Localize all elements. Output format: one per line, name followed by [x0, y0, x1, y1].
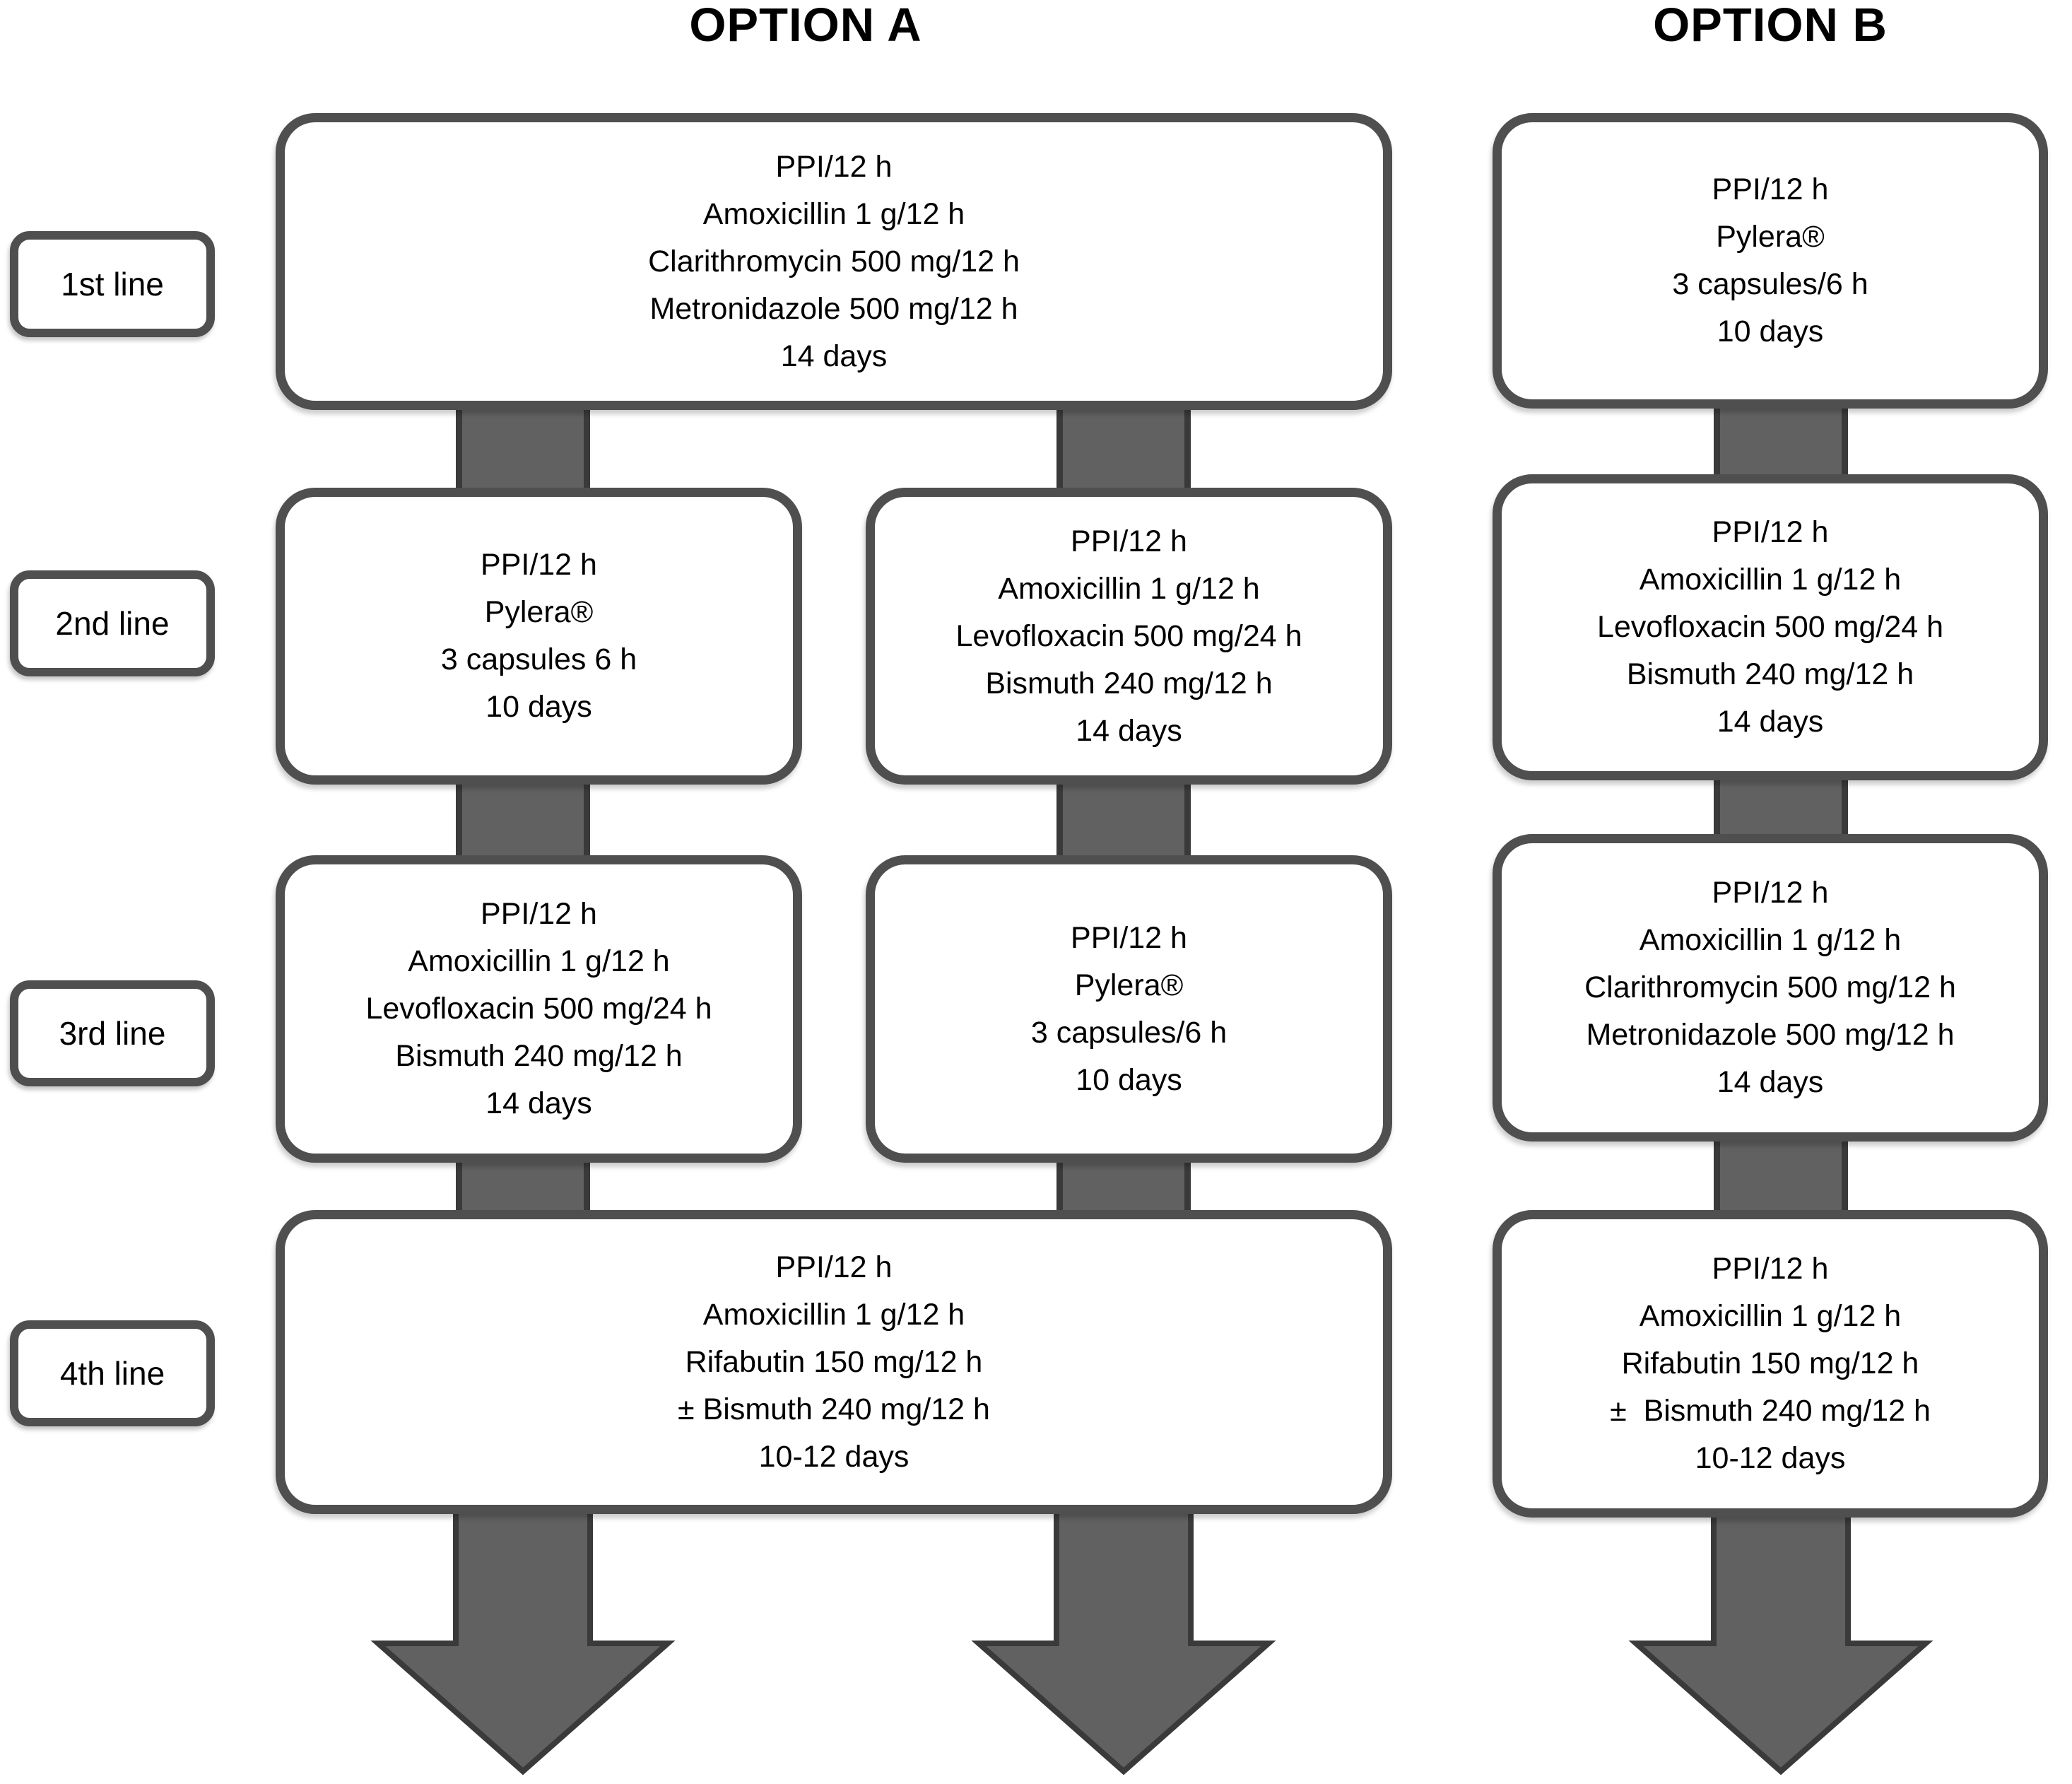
box-text-line: PPI/12 h	[775, 149, 893, 184]
box-text-line: 14 days	[1717, 1065, 1824, 1099]
down-arrow-icon	[971, 1496, 1276, 1776]
box-text-line: 3 capsules 6 h	[440, 642, 637, 676]
box-text-line: PPI/12 h	[1071, 920, 1187, 955]
treatment-box-a-4th-line: PPI/12 h Amoxicillin 1 g/12 h Rifabutin 15…	[276, 1210, 1392, 1514]
row-label-4th-line: 4th line	[10, 1320, 215, 1426]
box-text-line: Amoxicillin 1 g/12 h	[702, 1297, 965, 1332]
box-text-line: Amoxicillin 1 g/12 h	[702, 196, 965, 231]
flow-connector	[456, 396, 590, 502]
flow-connector	[1714, 394, 1848, 488]
box-text-line: 14 days	[780, 339, 888, 373]
down-arrow-icon	[370, 1496, 676, 1776]
box-text-line: Metronidazole 500 mg/12 h	[1586, 1018, 1955, 1052]
box-text-line: Amoxicillin 1 g/12 h	[408, 944, 670, 978]
box-text-line: 14 days	[1717, 705, 1824, 739]
treatment-box-a-2nd-line-left: PPI/12 h Pylera® 3 capsules 6 h 10 days	[276, 488, 802, 785]
row-label-text: 3rd line	[59, 1015, 166, 1052]
box-text-line: PPI/12 h	[1712, 515, 1829, 549]
box-text-line: ± Bismuth 240 mg/12 h	[678, 1392, 990, 1426]
box-text-line: Metronidazole 500 mg/12 h	[649, 291, 1018, 326]
flow-connector	[1056, 396, 1191, 502]
box-text-line: 14 days	[485, 1086, 592, 1120]
box-text-line: Clarithromycin 500 mg/12 h	[1584, 970, 1956, 1004]
treatment-box-a-1st-line: PPI/12 h Amoxicillin 1 g/12 h Clarithromyc…	[276, 113, 1392, 410]
box-text-line: 10 days	[1076, 1062, 1182, 1097]
box-text-line: 3 capsules/6 h	[1030, 1015, 1228, 1050]
box-text-line: PPI/12 h	[775, 1250, 893, 1284]
box-text-line: 10 days	[1717, 315, 1824, 348]
row-label-text: 1st line	[61, 266, 164, 303]
box-text-line: Pylera®	[484, 595, 594, 629]
row-label-text: 2nd line	[55, 605, 170, 642]
box-text-line: 14 days	[1076, 713, 1182, 748]
box-text-line: Bismuth 240 mg/12 h	[1626, 657, 1914, 691]
box-text-line: PPI/12 h	[481, 548, 597, 582]
treatment-box-a-2nd-line-right: PPI/12 h Amoxicillin 1 g/12 h Levofloxacin…	[866, 488, 1392, 785]
box-text-line: Bismuth 240 mg/12 h	[985, 666, 1273, 700]
box-text-line: 10-12 days	[1695, 1441, 1846, 1475]
row-label-text: 4th line	[59, 1355, 165, 1392]
row-label-3rd-line: 3rd line	[10, 980, 215, 1086]
box-text-line: PPI/12 h	[1712, 876, 1829, 910]
box-text-line: Levofloxacin 500 mg/24 h	[365, 992, 712, 1026]
box-text-line: Pylera®	[1074, 968, 1184, 1002]
box-text-line: Rifabutin 150 mg/12 h	[685, 1344, 983, 1379]
box-text-line: Clarithromycin 500 mg/12 h	[648, 244, 1020, 278]
box-text-line: Rifabutin 150 mg/12 h	[1621, 1346, 1919, 1380]
treatment-box-a-3rd-line-right: PPI/12 h Pylera® 3 capsules/6 h 10 days	[866, 855, 1392, 1163]
box-text-line: 10 days	[485, 690, 592, 724]
box-text-line: Pylera®	[1716, 220, 1825, 254]
flow-connector	[456, 770, 590, 869]
box-text-line: Bismuth 240 mg/12 h	[395, 1039, 683, 1073]
box-text-line: 10-12 days	[758, 1439, 910, 1474]
box-text-line: 3 capsules/6 h	[1672, 267, 1868, 301]
treatment-box-b-4th-line: PPI/12 h Amoxicillin 1 g/12 h Rifabutin 15…	[1493, 1210, 2048, 1518]
row-label-2nd-line: 2nd line	[10, 570, 215, 676]
box-text-line: PPI/12 h	[1071, 524, 1187, 558]
box-text-line: Levofloxacin 500 mg/24 h	[955, 618, 1302, 653]
box-text-line: Amoxicillin 1 g/12 h	[1639, 1299, 1902, 1333]
option-b-title: OPTION B	[1653, 0, 1888, 52]
treatment-box-b-3rd-line: PPI/12 h Amoxicillin 1 g/12 h Clarithromyc…	[1493, 834, 2048, 1142]
down-arrow-icon	[1628, 1496, 1933, 1776]
box-text-line: Amoxicillin 1 g/12 h	[1639, 923, 1902, 957]
flow-connector	[1056, 770, 1191, 869]
option-a-title: OPTION A	[689, 0, 922, 52]
box-text-line: PPI/12 h	[481, 897, 597, 931]
treatment-box-b-1st-line: PPI/12 h Pylera® 3 capsules/6 h 10 days	[1493, 113, 2048, 409]
box-text-line: PPI/12 h	[1712, 1252, 1829, 1286]
treatment-box-a-3rd-line-left: PPI/12 h Amoxicillin 1 g/12 h Levofloxacin…	[276, 855, 802, 1163]
box-text-line: PPI/12 h	[1712, 172, 1829, 206]
box-text-line: ± Bismuth 240 mg/12 h	[1610, 1394, 1931, 1428]
row-label-1st-line: 1st line	[10, 231, 215, 337]
box-text-line: Levofloxacin 500 mg/24 h	[1596, 610, 1944, 644]
treatment-box-b-2nd-line: PPI/12 h Amoxicillin 1 g/12 h Levofloxacin…	[1493, 474, 2048, 780]
box-text-line: Amoxicillin 1 g/12 h	[998, 571, 1260, 606]
box-text-line: Amoxicillin 1 g/12 h	[1639, 563, 1902, 597]
